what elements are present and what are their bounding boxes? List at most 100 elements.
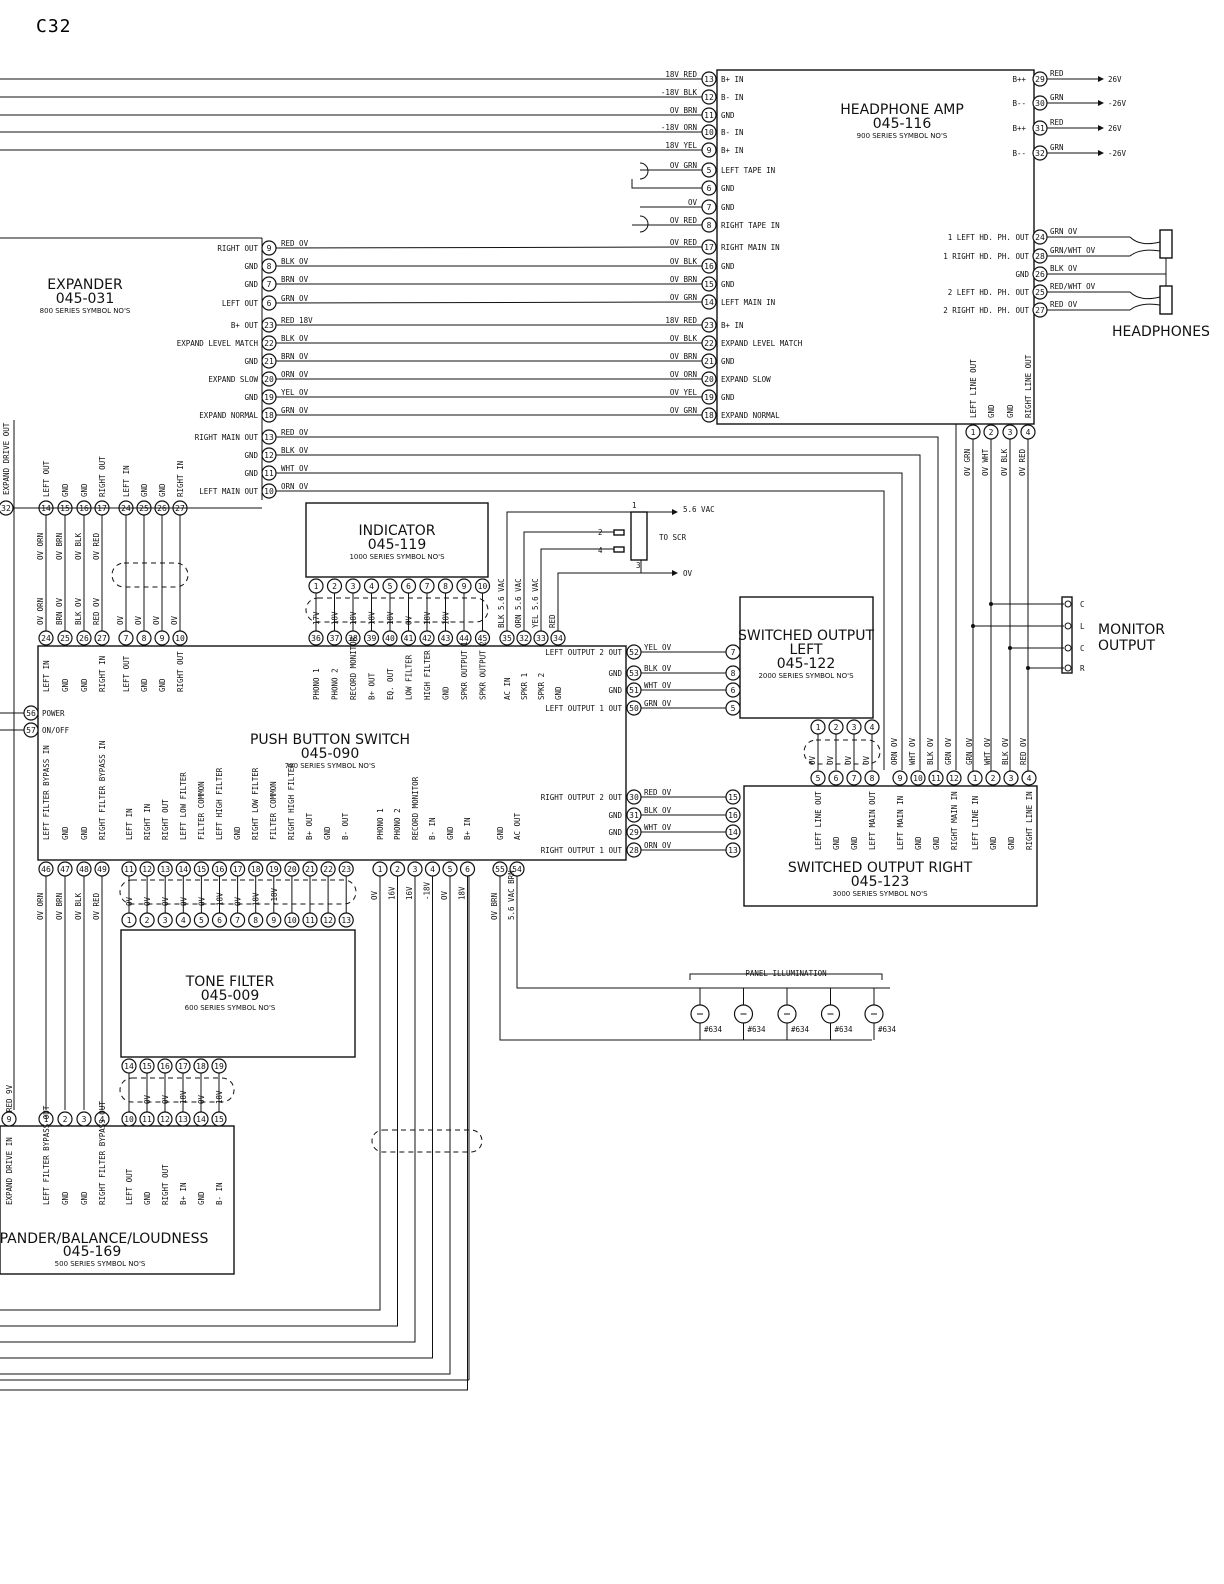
headphone-amp-pin-label: RIGHT LINE OUT: [1024, 354, 1033, 418]
wire-color-label: ORN OV: [281, 482, 309, 491]
switched-output-right-pin: [810, 770, 826, 786]
switched-output-left-title2: LEFT: [789, 642, 822, 658]
wire-color-label: OV YEL: [670, 388, 698, 397]
wire-color-label: YEL OV: [281, 388, 309, 397]
wire-color-label: RED: [1050, 69, 1064, 78]
indicator-psw-pin: [363, 630, 380, 646]
pin-number: 32: [1, 504, 11, 513]
pin-number: 3: [852, 723, 857, 732]
pin-number: 17: [704, 243, 714, 252]
pin-number: 21: [704, 357, 714, 366]
pin-number: 4: [369, 582, 374, 591]
push-button-switch-pin-label: RIGHT OUT: [161, 799, 170, 840]
wire: [557, 572, 672, 631]
pin-number: 11: [931, 774, 941, 783]
push-button-switch-title: PUSH BUTTON SWITCH: [250, 732, 410, 748]
headphone-amp-title: HEADPHONE AMP: [840, 102, 964, 118]
wire: [276, 436, 939, 770]
push-button-switch-pin-label: GND: [80, 678, 89, 692]
wire-value-label: OV: [370, 890, 379, 900]
pin-number: 12: [323, 916, 333, 925]
indicator-psw-pin: [437, 630, 454, 646]
push-button-switch-pin-label: B- IN: [428, 817, 437, 840]
headphones-label: HEADPHONES: [1112, 324, 1210, 340]
switched-output-left-box: [739, 596, 874, 719]
expander-pin-label: EXPAND NORMAL: [199, 411, 258, 420]
pin-number: 6: [217, 916, 222, 925]
switched-output-right-pin-label: LEFT MAIN OUT: [868, 791, 877, 850]
expander-pin-label: RIGHT MAIN OUT: [195, 433, 259, 442]
pin-number: 51: [629, 686, 639, 695]
switched-output-right-pin-label: GND: [989, 836, 998, 850]
pin-number: 34: [553, 634, 563, 643]
pin-number: 8: [443, 582, 448, 591]
pin-number: 1: [314, 582, 319, 591]
push-button-switch-pin-label: RECORD MONITOR: [349, 636, 358, 700]
scr-vac-label: 5.6 VAC: [683, 505, 715, 514]
lamp-label: #634: [748, 1025, 767, 1034]
pin-number: 15: [197, 865, 207, 874]
headphone-amp-pin-label: GND: [1006, 404, 1015, 418]
balance-loudness-pin-label: B- IN: [215, 1182, 224, 1205]
balance-loudness-pin-label: GND: [80, 1191, 89, 1205]
pin-number: 3: [413, 865, 418, 874]
pin-number: 11: [704, 111, 714, 120]
balance-loudness-pin-label: RIGHT OUT: [161, 1164, 170, 1205]
wire-value-label: YEL 5.6 VAC: [531, 578, 540, 628]
switched-output-right-pin: [910, 770, 926, 786]
push-button-switch-pin-label: RIGHT FILTER BYPASS IN: [98, 741, 107, 840]
pin-number: 9: [462, 582, 467, 591]
headphone-amp-pin-label: 1 RIGHT HD. PH. OUT: [943, 252, 1029, 261]
headphone-amp-pin-label: B++: [1012, 75, 1026, 84]
pin-number: 43: [441, 634, 451, 643]
wire: [1130, 258, 1167, 275]
push-button-switch-pin-label: RIGHT IN: [98, 656, 107, 692]
wire-color-label: ORN OV: [644, 841, 672, 850]
expander-pin-label: LEFT IN: [122, 465, 131, 497]
wire: [276, 454, 921, 770]
push-button-switch-pin-label: RIGHT LOW FILTER: [251, 767, 260, 840]
lamp-label: #634: [835, 1025, 854, 1034]
switched-output-right-pin: [846, 770, 862, 786]
wire-color-label: OV ORN: [36, 533, 45, 560]
wire: [523, 531, 614, 631]
indicator-psw-pin: [345, 630, 361, 646]
pin-number: 48: [79, 865, 89, 874]
junction-dot: [1026, 666, 1030, 670]
expander-pin-label: GND: [244, 451, 258, 460]
supply-voltage-label: -26V: [1108, 99, 1127, 108]
pin-number: 31: [1035, 124, 1045, 133]
pin-number: 16: [215, 865, 225, 874]
pin-number: 27: [1035, 306, 1045, 315]
pin-number: 16: [704, 262, 714, 271]
pin-number: 9: [267, 244, 272, 253]
wire-value-label: OV BRN: [490, 893, 499, 920]
wire: [275, 246, 703, 249]
wire-value-label: 18V: [423, 611, 432, 625]
scr-pin-number: 3: [636, 561, 641, 570]
switched-output-right-pin-label: GND: [932, 836, 941, 850]
push-button-switch-pin-label: GND: [554, 686, 563, 700]
push-button-switch-pin-label: RIGHT IN: [143, 804, 152, 840]
wire-color-label: BRN OV: [55, 597, 64, 625]
pin-number: 26: [79, 634, 89, 643]
wire: [516, 876, 890, 989]
pin-number: 21: [305, 865, 315, 874]
wire: [540, 548, 614, 631]
pin-number: 1: [44, 1115, 49, 1124]
pin-number: 54: [512, 865, 522, 874]
switched-output-right-code: 045-123: [851, 874, 910, 890]
balance-loudness-pin-label: GND: [143, 1191, 152, 1205]
pin-number: 11: [142, 1115, 152, 1124]
wire-color-label: BLK OV: [281, 446, 309, 455]
wire: [506, 511, 672, 631]
expander-pin-label: LEFT OUT: [42, 460, 51, 497]
junction-dot: [989, 602, 993, 606]
push-button-switch-pin-label: RIGHT OUT: [176, 651, 185, 692]
wire-value-label: 18V: [331, 611, 340, 625]
wire-color-label: BLK OV: [1050, 264, 1078, 273]
wire-color-label: OV ORN: [36, 893, 45, 920]
pin-number: 8: [142, 634, 147, 643]
monitor-connector-icon: [1061, 596, 1073, 674]
pin-number: 33: [536, 634, 546, 643]
